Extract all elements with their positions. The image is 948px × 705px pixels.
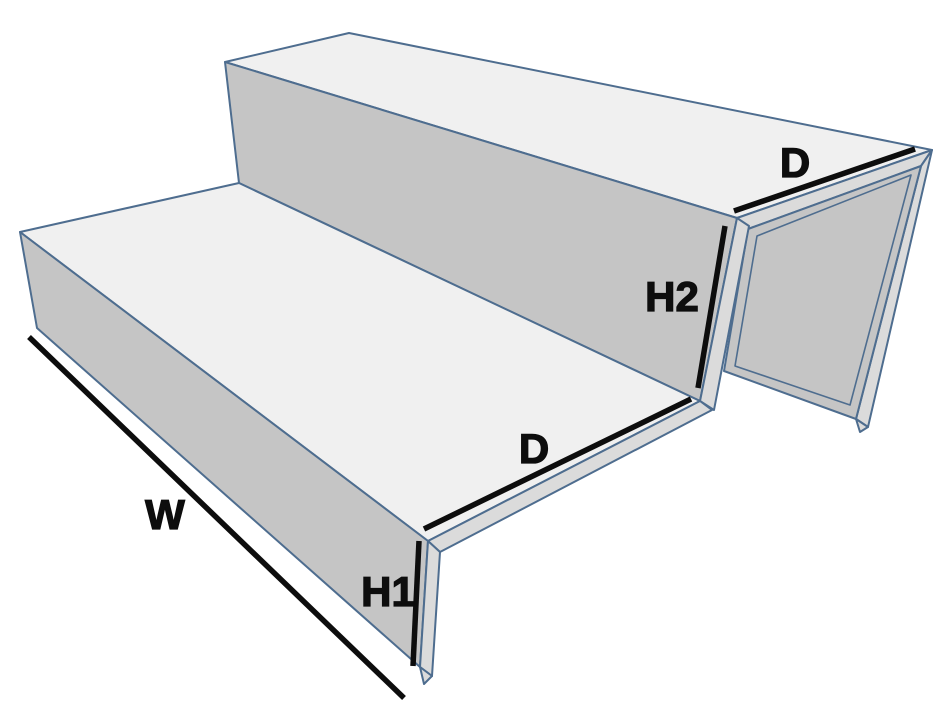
height2-label: H2 <box>645 273 699 320</box>
upper-step-end-panel-inner-frame <box>734 174 912 406</box>
depth-label-lower: D <box>519 425 549 472</box>
upper-step-riser-edge-strip <box>699 217 750 411</box>
height2-dimension-line <box>695 225 728 389</box>
depth-dimension-line-lower <box>422 396 693 532</box>
width-dimension-line <box>27 335 406 700</box>
width-label: W <box>145 491 185 538</box>
depth-dimension-line-upper <box>733 146 916 214</box>
lower-step-bottom-cap <box>419 666 433 685</box>
height1-dimension-line <box>410 540 422 667</box>
upper-step-end-bottom-cap <box>855 418 869 433</box>
depth-label-upper: D <box>780 139 810 186</box>
height1-label: H1 <box>361 568 415 615</box>
